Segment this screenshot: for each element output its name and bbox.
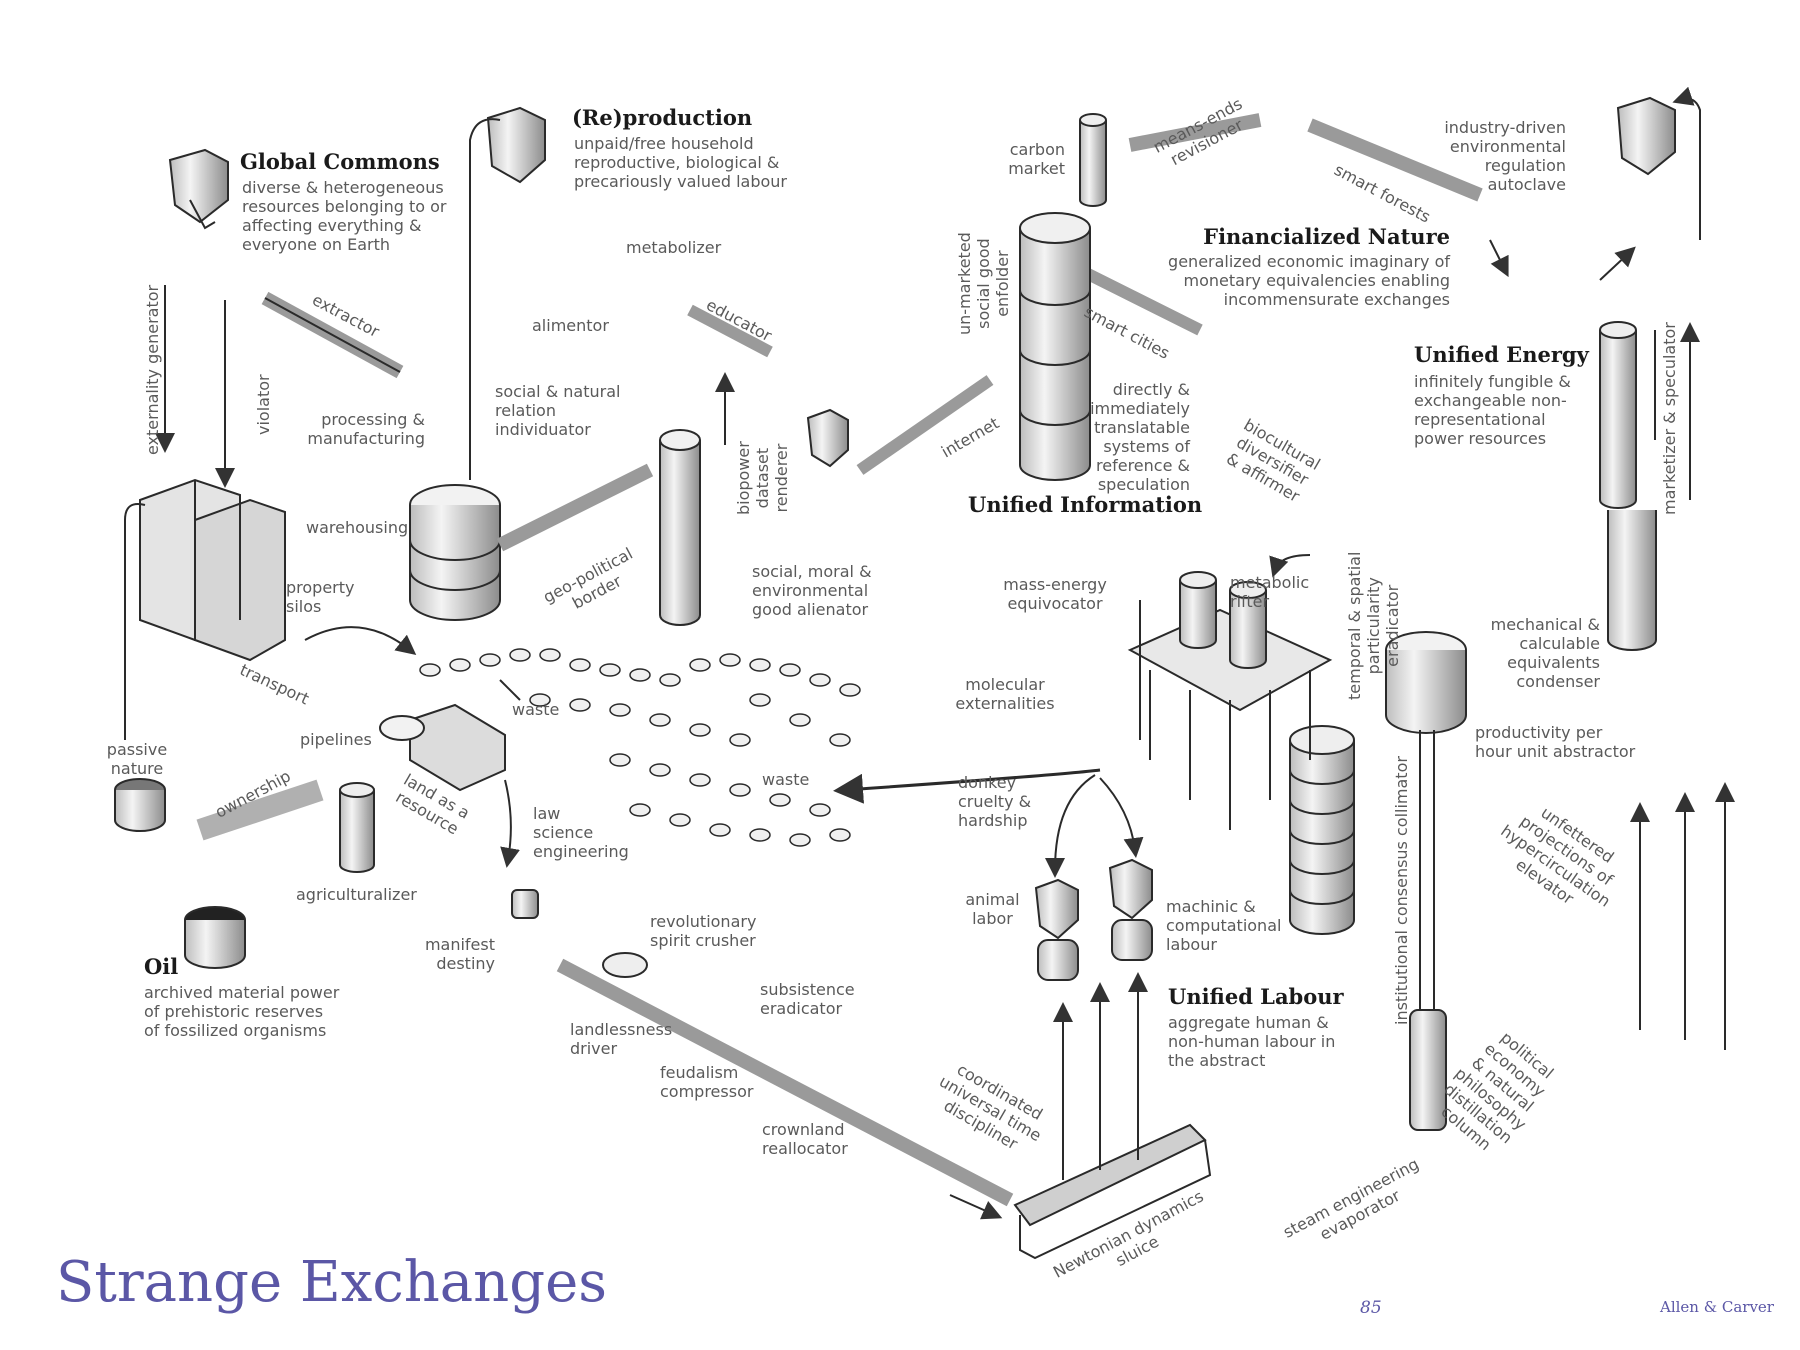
agriculturalizer-tank — [339, 782, 375, 873]
unified-labour-desc: aggregate human & non-human labour in th… — [1168, 1013, 1336, 1070]
passive-nature-barrel — [114, 778, 166, 832]
smart-forests-pipe — [1307, 118, 1483, 202]
metabolic-rifter-platform — [1127, 571, 1333, 830]
heading-reproduction: (Re)production — [572, 105, 753, 130]
ownership-pipe — [196, 779, 324, 841]
label-waste-2: waste — [762, 770, 810, 789]
label-marketizer: marketizer & speculator — [1660, 322, 1679, 515]
marketizer-column — [1599, 321, 1657, 651]
unmarketed-enfolder-column — [1019, 212, 1091, 481]
hopper-machinic — [1108, 858, 1153, 961]
heading-financialized-nature: Financialized Nature — [1203, 224, 1450, 249]
hopper-animal — [1034, 878, 1079, 981]
property-silos — [139, 478, 286, 662]
unified-energy-desc: infinitely fungible & exchangeable non- … — [1414, 372, 1571, 448]
label-warehousing: warehousing — [306, 518, 409, 537]
label-pipelines: pipelines — [300, 730, 372, 749]
heading-unified-information: Unified Information — [968, 492, 1203, 517]
manifest-destiny-machine — [511, 889, 539, 919]
carbon-market-cylinder — [1079, 113, 1107, 207]
author-credit: Allen & Carver — [1660, 1298, 1774, 1316]
waste-flow-arrow — [833, 768, 1101, 804]
social-good-column — [659, 429, 701, 626]
reproduction-desc: unpaid/free household reproductive, biol… — [574, 134, 787, 191]
label-alimentor: alimentor — [532, 316, 609, 335]
land-resource-box — [379, 703, 506, 792]
newtonian-sluice — [1013, 1123, 1212, 1260]
hopper-biopower — [806, 408, 849, 468]
label-agriculturalizer: agriculturalizer — [296, 885, 417, 904]
passive-nature-arrow — [124, 503, 146, 740]
heading-oil: Oil — [144, 954, 179, 979]
page-number: 85 — [1360, 1298, 1382, 1318]
main-pipeline — [556, 958, 1014, 1207]
hopper-top-right — [1616, 96, 1676, 176]
warehousing-drum — [409, 484, 501, 621]
hopper-reproduction — [486, 106, 546, 184]
page-title: Strange Exchanges — [56, 1250, 607, 1315]
label-waste-1: waste — [512, 700, 560, 719]
label-metabolizer: metabolizer — [626, 238, 722, 257]
coil-stack — [1289, 725, 1355, 935]
productivity-abstractor-drum — [1385, 631, 1467, 1131]
financialized-nature-desc: generalized economic imaginary of moneta… — [1168, 252, 1450, 309]
oil-desc: archived material power of prehistoric r… — [144, 983, 340, 1040]
oil-barrel — [184, 906, 246, 969]
spirit-crusher — [602, 952, 648, 978]
smart-cities-pipe — [1077, 264, 1203, 336]
reproduction-arrow — [469, 118, 501, 480]
heading-unified-labour: Unified Labour — [1168, 984, 1344, 1009]
label-violator: violator — [254, 374, 273, 435]
waste-barrels — [419, 648, 861, 847]
label-externality-generator: externality generator — [143, 284, 162, 455]
label-institutional: institutional consensus collimator — [1392, 756, 1411, 1025]
global-commons-desc: diverse & heterogeneous resources belong… — [242, 178, 447, 254]
heading-unified-energy: Unified Energy — [1414, 342, 1589, 367]
heading-global-commons: Global Commons — [240, 149, 440, 174]
hopper-global-commons — [168, 148, 229, 230]
geo-political-pipe — [496, 463, 654, 552]
label-processing: processing &manufacturing — [307, 410, 425, 448]
internet-pipe — [856, 375, 994, 475]
